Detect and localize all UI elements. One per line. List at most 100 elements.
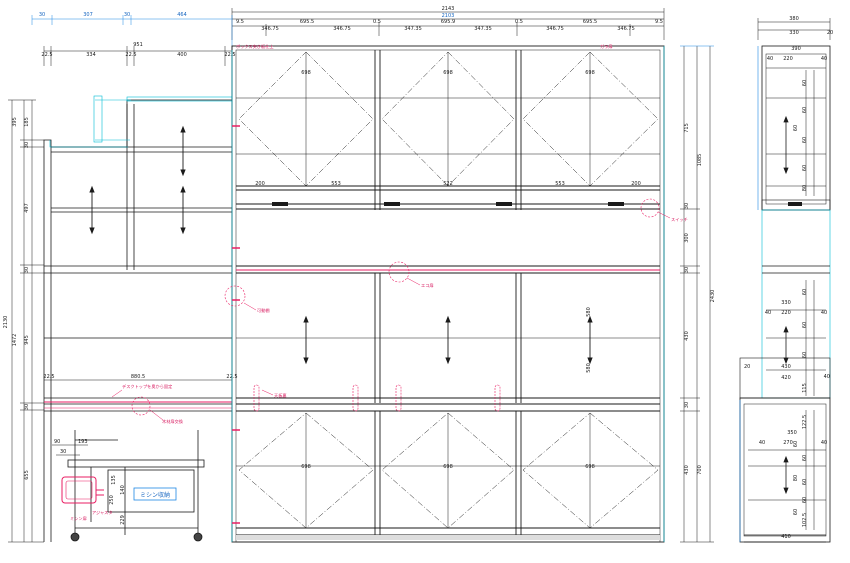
side-sec-2: 40 [767, 56, 773, 62]
side-small-1: 122.5 [802, 415, 808, 429]
table-dim-7: 250 [109, 495, 115, 505]
upper-inner-2: 553 [331, 181, 341, 187]
upper-inner-1: 200 [255, 181, 265, 187]
sewing-label-box: ミシン収納 [133, 487, 177, 501]
side-sec-3: 220 [783, 56, 793, 62]
left-cabinet-arrows [89, 125, 186, 235]
side-mid-6: 420 [781, 375, 791, 381]
side-shelf-3: 60 [802, 137, 808, 143]
rdim-3: 30 [684, 203, 690, 209]
table-dim-3: 30 [60, 449, 66, 455]
left-part-4: 400 [177, 52, 187, 58]
upper-section-2: 698 [443, 70, 453, 76]
upper-inner-5: 200 [631, 181, 641, 187]
lower-section-1: 698 [301, 464, 311, 470]
side-shelf-5: 60 [793, 125, 799, 131]
upper-dim-8: 347.35 [474, 26, 492, 32]
side-top-part-2: 20 [827, 30, 833, 36]
side-view-shelves [748, 67, 826, 530]
left-dim-1: 30 [39, 12, 45, 18]
note-desktop: デスクトップを奥から固定 [122, 383, 172, 390]
left-dim-2: 307 [83, 12, 93, 18]
sewing-chair: アジャスタ [61, 476, 113, 516]
upper-section-1: 698 [301, 70, 311, 76]
side-top-width: 380 [789, 16, 799, 22]
upper-dim-12: 346.75 [617, 26, 635, 32]
upper-dim-11: 346.75 [546, 26, 564, 32]
table-dim-4: 135 [111, 475, 117, 485]
side-view-dims: 380 330 20 390 40 220 40 60 60 60 60 60 … [744, 16, 833, 540]
rdim-6: 430 [684, 331, 690, 341]
side-shelf-2: 60 [802, 107, 808, 113]
table-dim-1: 90 [54, 439, 60, 445]
table-dim-2: 193 [78, 439, 88, 445]
left-dim-3: 30 [124, 12, 130, 18]
side-blue-marks [739, 46, 759, 542]
table-dim-6: 229 [120, 515, 126, 525]
drawer-handles [272, 202, 624, 206]
side-mid-3: 220 [781, 310, 791, 316]
side-shelf-7: 60 [802, 289, 808, 295]
side-mid-5: 430 [781, 364, 791, 370]
side-low-3: 270 [783, 440, 793, 446]
overall-sub-width: 2103 [442, 13, 455, 19]
left-cabinet [43, 96, 233, 542]
left-part-1: 22.5 [41, 52, 52, 58]
rdim-total: 2430 [710, 290, 716, 303]
left-part-3: 22.5 [125, 52, 136, 58]
upper-dim-1: 9.5 [236, 19, 244, 25]
side-small-3: 115 [802, 383, 808, 393]
main-plinth [236, 535, 660, 540]
upper-section-3: 698 [585, 70, 595, 76]
extra-notes: ボックス突き板仕上 ガラ扉 ミシン扉 [70, 43, 613, 522]
sewing-table [52, 430, 205, 542]
side-shelf-1: 60 [802, 80, 808, 86]
rdim-8: 430 [684, 465, 690, 475]
ldim-3: 30 [24, 142, 30, 148]
side-shelf-8: 60 [802, 322, 808, 328]
side-mid-1: 330 [781, 300, 791, 306]
side-mid-1: 580 [586, 307, 592, 317]
note-box-finish: ボックス突き板仕上 [236, 43, 274, 50]
mid-left-width: 880.5 [131, 374, 145, 380]
ldim-8: 655 [24, 470, 30, 480]
lower-section-2: 698 [443, 464, 453, 470]
note-wood-door: 木材扉交換 [162, 418, 184, 425]
upper-dim-4: 346.75 [333, 26, 351, 32]
right-vertical-texts: 715 1085 30 300 30 430 30 430 700 2430 [684, 123, 716, 475]
side-mid-2: 580 [586, 363, 592, 373]
upper-dim-5: 0.5 [373, 19, 381, 25]
upper-dim-9: 0.5 [515, 19, 523, 25]
note-top-back: 天板裏 [274, 392, 287, 399]
sewing-dims: 90 193 30 135 140 229 250 [54, 439, 126, 525]
ldim-2: 185 [24, 117, 30, 127]
left-part-2: 334 [86, 52, 96, 58]
side-view [739, 18, 831, 543]
pink-markers [224, 125, 671, 524]
side-small-8: 60 [802, 479, 808, 485]
rdim-4: 300 [684, 233, 690, 243]
left-vertical-texts: 395 185 30 497 30 945 30 655 2130 1472 [3, 117, 30, 480]
ldim-6: 945 [24, 335, 30, 345]
side-small-7: 60 [802, 455, 808, 461]
side-sec-1: 390 [791, 46, 801, 52]
side-top-part-1: 330 [789, 30, 799, 36]
side-low-1: 350 [787, 430, 797, 436]
rdim-9: 700 [697, 465, 703, 475]
upper-inner-4: 553 [555, 181, 565, 187]
left-dim-4: 464 [177, 12, 187, 18]
note-glass-door: ガラ扉 [600, 43, 613, 50]
main-arrows [303, 315, 593, 365]
rdim-1: 715 [684, 123, 690, 133]
left-cabinet-blue-edges [49, 95, 131, 148]
side-view-handles [788, 202, 802, 206]
upper-dim-7: 347.35 [404, 26, 422, 32]
overall-width: 2143 [442, 6, 455, 12]
desk-top: 880.5 22.5 22.5 デスクトップを奥から固定 木材扉交換 [43, 374, 237, 425]
side-small-5: 40 [824, 374, 830, 380]
note-switch: スイッチ [671, 217, 688, 222]
upper-inner-3: 522 [443, 181, 453, 187]
side-view-arrows [783, 115, 789, 495]
upper-dim-13: 9.5 [655, 19, 663, 25]
